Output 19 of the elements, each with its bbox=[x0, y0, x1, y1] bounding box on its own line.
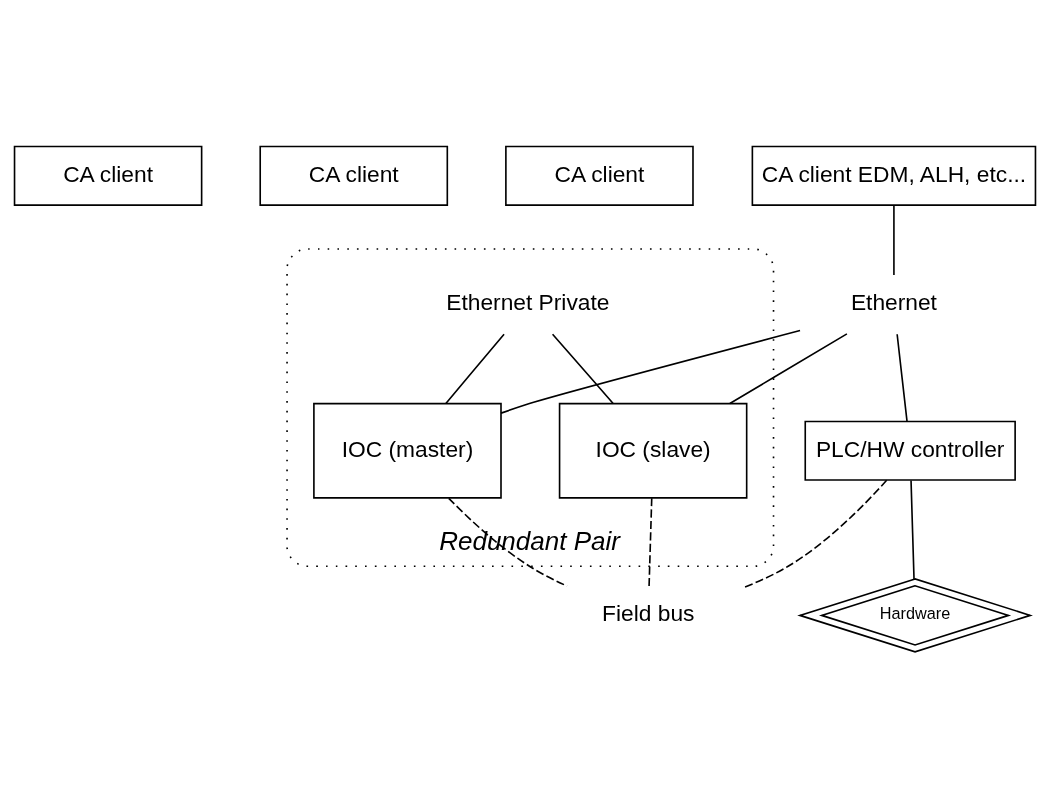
node-box: PLC/HW controller bbox=[804, 420, 1016, 481]
connector bbox=[648, 497, 653, 587]
node-text: Ethernet Private bbox=[446, 289, 610, 316]
node-box: CA client bbox=[505, 145, 694, 206]
connector bbox=[551, 333, 614, 405]
connector bbox=[910, 479, 915, 581]
node-text: Ethernet bbox=[850, 289, 937, 316]
node-box: IOC (master) bbox=[313, 402, 502, 499]
node-text: Field bus bbox=[602, 600, 695, 627]
node-diamond: Hardware bbox=[797, 578, 1033, 653]
connector bbox=[500, 329, 801, 414]
node-box: CA client EDM, ALH, etc... bbox=[751, 145, 1037, 206]
connector bbox=[896, 333, 908, 423]
node-box: CA client bbox=[13, 145, 203, 206]
connector bbox=[893, 204, 895, 276]
connector bbox=[445, 333, 505, 405]
node-box: IOC (slave) bbox=[558, 402, 748, 499]
node-box: CA client bbox=[259, 145, 449, 206]
connector bbox=[729, 333, 848, 405]
